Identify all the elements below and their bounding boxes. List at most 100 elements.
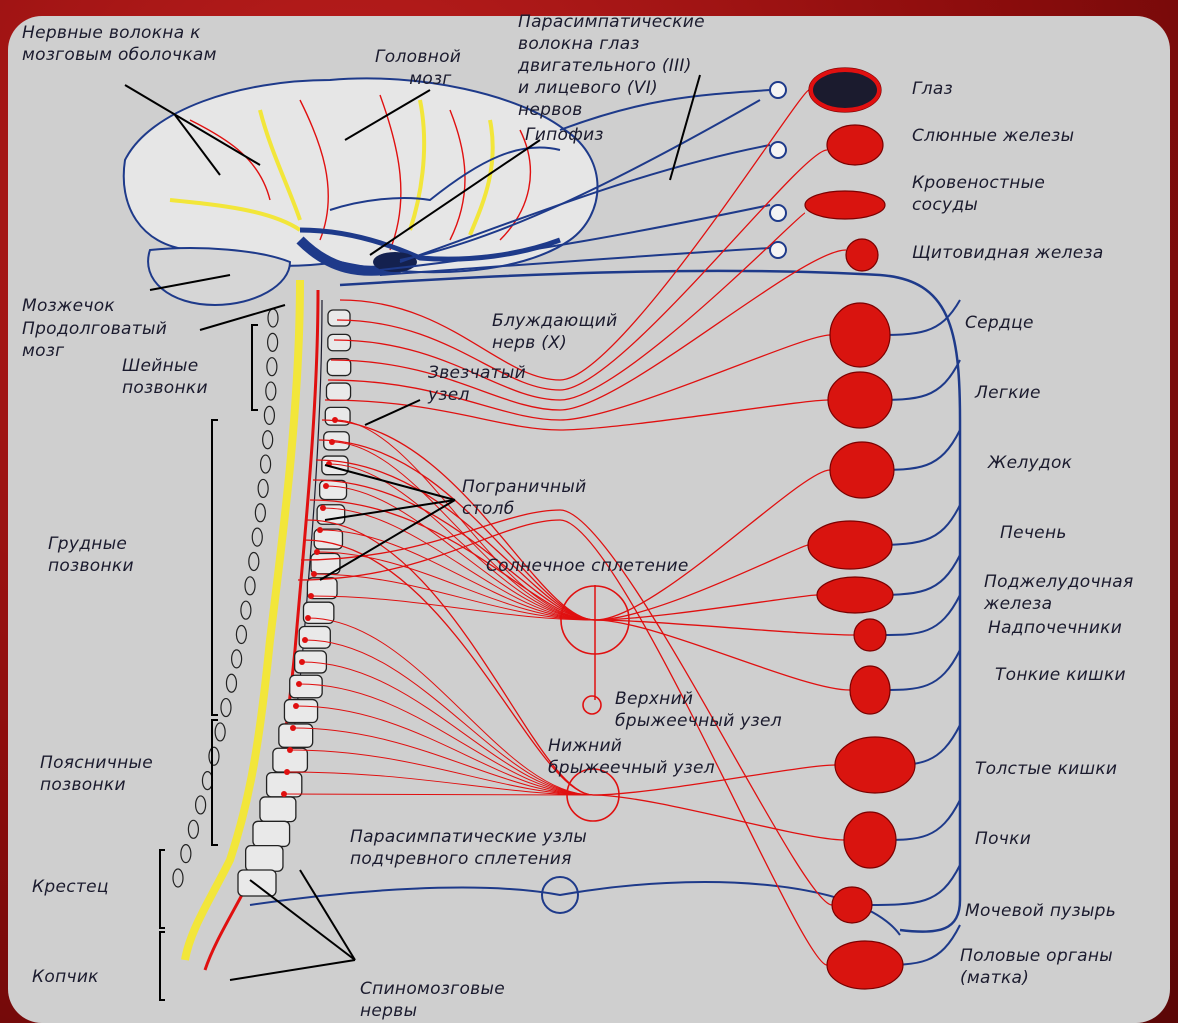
- vertebra-process: [264, 406, 274, 424]
- sacrum-label: Крестец: [32, 876, 109, 898]
- vertebra-process: [202, 772, 212, 790]
- sympathetic-ganglion: [299, 659, 305, 665]
- organs-group: [805, 68, 915, 989]
- organ-label-thyroid: Щитовидная железа: [912, 242, 1104, 264]
- vertebra: [260, 797, 296, 822]
- organ-label-small-intestine: Тонкие кишки: [995, 664, 1126, 686]
- sympathetic-ganglion: [311, 571, 317, 577]
- vertebra: [326, 383, 350, 400]
- vertebra-process: [221, 699, 231, 717]
- preganglionic-fiber: [284, 794, 593, 795]
- organ-label-stomach: Желудок: [988, 452, 1072, 474]
- vertebra-process: [267, 358, 277, 376]
- organ-heart: [830, 303, 890, 367]
- organ-kidneys: [844, 812, 896, 868]
- vertebra: [327, 359, 350, 376]
- organ-genitals: [827, 941, 903, 989]
- vertebra: [290, 675, 322, 698]
- organ-bladder: [832, 887, 872, 923]
- parasympathetic-fiber: [880, 650, 960, 690]
- vertebra-process: [266, 382, 276, 400]
- organ-label-eye: Глаз: [912, 78, 953, 100]
- sympathetic-ganglion: [287, 747, 293, 753]
- pituitary-label: Гипофиз: [525, 124, 604, 146]
- meninges-label: Нервные волокна к мозговым оболочкам: [22, 22, 217, 66]
- vertebra-process: [255, 504, 265, 522]
- organ-label-large-intestine: Толстые кишки: [975, 758, 1117, 780]
- vertebra-process: [173, 869, 183, 887]
- hypogastric-label: Парасимпатические узлы подчревного сплет…: [350, 826, 587, 870]
- organ-small-intestine: [850, 666, 890, 714]
- organ-label-bladder: Мочевой пузырь: [965, 900, 1116, 922]
- lumbar-label: Поясничные позвонки: [40, 752, 153, 796]
- coccyx-label: Копчик: [32, 966, 99, 988]
- vertebra-process: [226, 674, 236, 692]
- vertebra-process: [249, 552, 259, 570]
- vertebra-process: [209, 747, 219, 765]
- sympathetic-ganglion: [329, 439, 335, 445]
- sympathetic-ganglion: [308, 593, 314, 599]
- brain-label: Головной мозг: [375, 46, 461, 90]
- sympathetic-ganglion: [302, 637, 308, 643]
- sympathetic-ganglion: [317, 527, 323, 533]
- vertebra: [253, 821, 290, 846]
- organ-label-kidneys: Почки: [975, 828, 1031, 850]
- organ-liver: [808, 521, 892, 569]
- vertebra-process: [261, 455, 271, 473]
- vertebra: [246, 846, 283, 872]
- organ-salivary: [827, 125, 883, 165]
- organ-label-pancreas: Поджелудочная железа: [984, 571, 1134, 615]
- vertebra-process: [236, 626, 246, 644]
- vagus-label: Блуждающий нерв (X): [492, 310, 618, 354]
- organ-thyroid: [846, 239, 878, 271]
- vertebra: [238, 870, 276, 896]
- organ-label-lungs: Легкие: [975, 382, 1041, 404]
- solar-plexus-label: Солнечное сплетение: [486, 555, 689, 577]
- sympathetic-ganglion: [284, 769, 290, 775]
- thoracic-label: Грудные позвонки: [48, 533, 134, 577]
- sympathetic-fiber: [310, 500, 850, 690]
- vertebra-process: [252, 528, 262, 546]
- parasympathetic-fiber: [880, 595, 960, 635]
- organ-vessels: [805, 191, 885, 219]
- vertebra-process: [215, 723, 225, 741]
- cerebellum-label: Мозжечок: [22, 295, 115, 317]
- vertebra-process: [268, 309, 278, 327]
- organ-adrenal: [854, 619, 886, 651]
- parasympathetic-eye-label: Парасимпатические волокна глаз двигатель…: [518, 11, 705, 121]
- border-column-label: Пограничный столб: [462, 476, 586, 520]
- sympathetic-ganglion: [305, 615, 311, 621]
- vertebra-process: [188, 820, 198, 838]
- stellate-label: Звезчатый узел: [428, 362, 526, 406]
- vertebra: [320, 480, 347, 499]
- spinal-nerves-label: Спиномозговые нервы: [360, 978, 505, 1022]
- sympathetic-fiber: [322, 420, 830, 620]
- vertebra-process: [196, 796, 206, 814]
- vertebra: [328, 310, 350, 326]
- sympathetic-ganglion: [320, 505, 326, 511]
- sympathetic-ganglion: [296, 681, 302, 687]
- organ-lungs: [828, 372, 892, 428]
- organ-pancreas: [817, 577, 893, 613]
- organ-label-salivary: Слюнные железы: [912, 125, 1074, 147]
- superior-mesenteric-label: Верхний брыжеечный узел: [615, 688, 782, 732]
- sympathetic-ganglion: [332, 417, 338, 423]
- inferior-mesenteric-label: Нижний брыжеечный узел: [548, 735, 715, 779]
- sympathetic-ganglion: [281, 791, 287, 797]
- sympathetic-ganglion: [293, 703, 299, 709]
- vertebra-process: [181, 845, 191, 863]
- organ-stomach: [830, 442, 894, 498]
- organ-label-adrenal: Надпочечники: [988, 617, 1122, 639]
- organ-label-genitals: Половые органы (матка): [960, 945, 1113, 989]
- organ-large-intestine: [835, 737, 915, 793]
- sympathetic-ganglion: [290, 725, 296, 731]
- vertebra-process: [232, 650, 242, 668]
- vertebra-process: [241, 601, 251, 619]
- organ-label-vessels: Кровеностные сосуды: [912, 172, 1045, 216]
- vertebra-process: [245, 577, 255, 595]
- sympathetic-ganglion: [314, 549, 320, 555]
- vertebra-process: [268, 333, 278, 351]
- parasympathetic-fiber: [862, 865, 960, 905]
